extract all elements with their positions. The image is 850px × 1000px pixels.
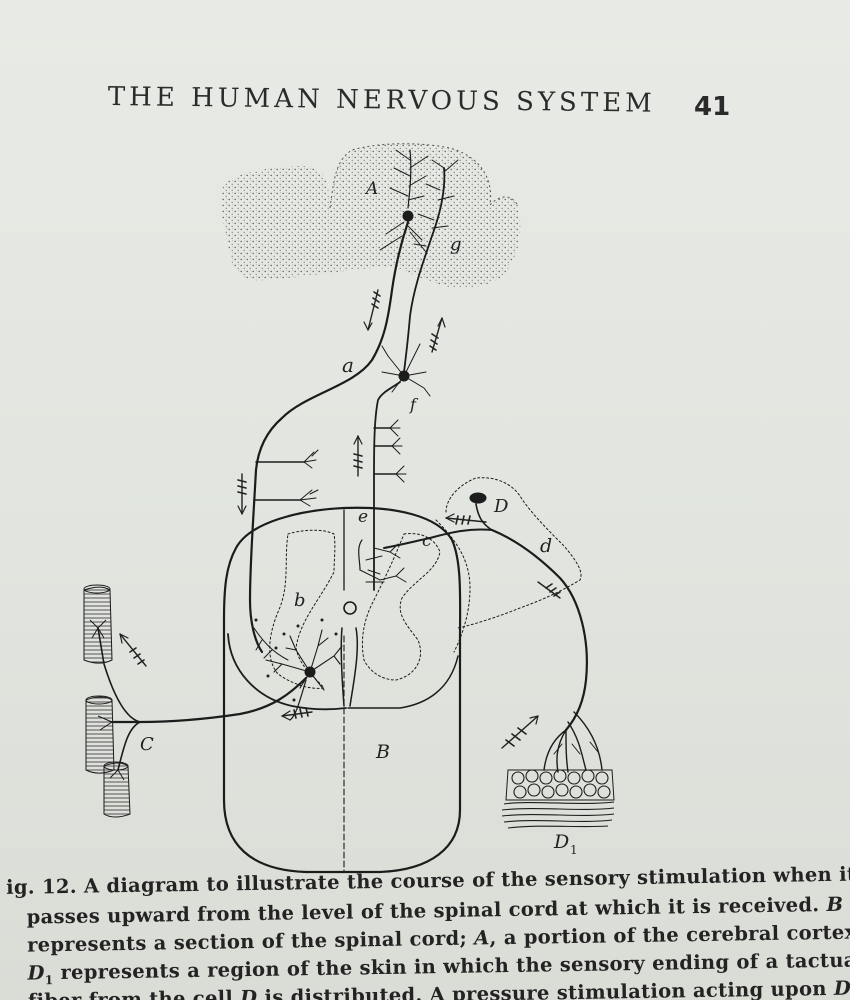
label-e: e [358,507,368,527]
figure-labels: A g a f D e c d b C B D 1 [140,179,578,857]
direction-arrows [119,289,561,749]
label-A: A [364,179,378,199]
label-a: a [342,353,354,377]
skin-region-D1 [501,769,615,829]
label-c: c [422,531,432,551]
label-d: d [540,535,552,557]
label-g: g [450,234,462,255]
sensory-cell-D [383,477,603,773]
label-D: D [493,496,509,517]
label-b: b [294,590,306,611]
label-C: C [140,734,154,755]
label-B: B [375,741,390,763]
label-f: f [409,395,419,414]
spinal-cord-section-B [222,506,471,874]
muscle-C [83,584,141,818]
label-D1-subscript: 1 [570,843,578,857]
cerebral-cortex-A [220,143,521,288]
descending-fiber-a [248,149,429,654]
ascending-fiber-g [373,159,459,591]
page-number: 41 [694,92,731,122]
motor-cell-b [110,618,343,724]
label-D1: D [553,831,569,853]
